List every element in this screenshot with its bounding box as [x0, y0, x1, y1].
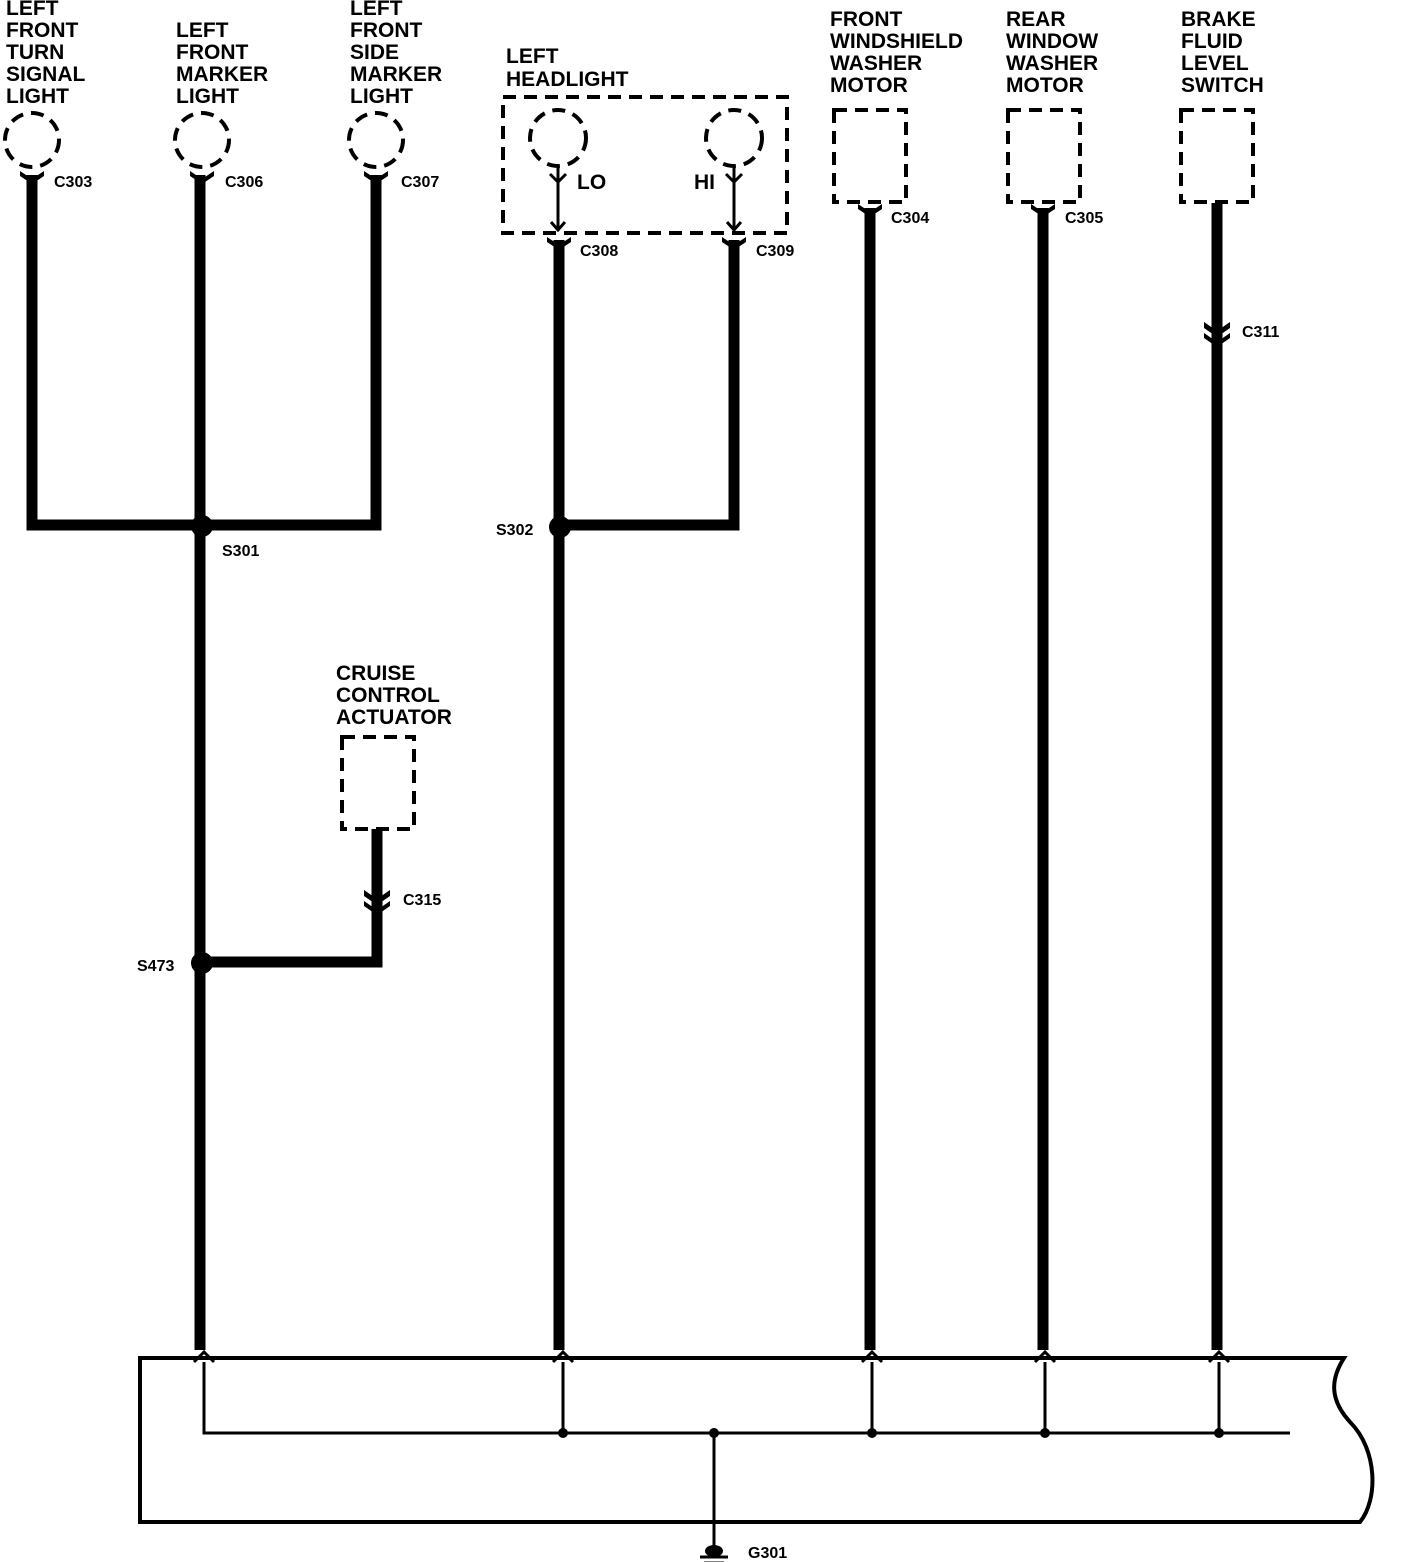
- splice-s301-label: S301: [222, 543, 259, 560]
- splice-s302: [549, 516, 571, 538]
- headlight-hi-label: HI: [694, 171, 715, 194]
- ground-g301-label: G301: [748, 1545, 787, 1562]
- label-left-headlight: LEFT HEADLIGHT: [506, 45, 629, 91]
- label-brake-fluid-level-switch: BRAKE FLUID LEVEL SWITCH: [1181, 8, 1264, 97]
- ground-symbol-icon: [700, 1545, 728, 1562]
- label-left-front-side-marker-light: LEFT FRONT SIDE MARKER LIGHT: [350, 0, 448, 108]
- label-front-windshield-washer-motor: FRONT WINDSHIELD WASHER MOTOR: [830, 8, 969, 97]
- connector-c308-label: C308: [580, 243, 618, 260]
- ground-block-internal-bus: [192, 1349, 1290, 1548]
- splice-s302-label: S302: [496, 522, 533, 539]
- connector-c309-label: C309: [756, 243, 794, 260]
- connector-c306-label: C306: [225, 174, 263, 191]
- connector-c304-label: C304: [891, 210, 929, 227]
- lf-side-marker-bulb-icon: [347, 111, 405, 169]
- splice-s301: [191, 515, 213, 537]
- rear-washer-motor-box: [1006, 108, 1082, 204]
- connector-c305-label: C305: [1065, 210, 1103, 227]
- headlight-internal-leads: [548, 166, 744, 233]
- headlight-lo-filament-icon: [528, 108, 588, 168]
- splice-s473: [191, 952, 213, 974]
- label-left-front-turn-signal-light: LEFT FRONT TURN SIGNAL LIGHT: [6, 0, 91, 108]
- headlight-hi-filament-icon: [704, 108, 764, 168]
- headlight-lo-label: LO: [577, 171, 606, 194]
- label-cruise-control-actuator: CRUISE CONTROL ACTUATOR: [336, 662, 452, 729]
- connector-c315-label: C315: [403, 892, 441, 909]
- ground-block-outline: [138, 1356, 1375, 1524]
- brake-fluid-switch-box: [1179, 108, 1255, 204]
- lf-turn-signal-bulb-icon: [3, 111, 61, 169]
- ground-wires: [26, 175, 1223, 1350]
- connector-c311-label: C311: [1242, 324, 1279, 341]
- label-rear-window-washer-motor: REAR WINDOW WASHER MOTOR: [1006, 8, 1104, 97]
- label-left-front-marker-light: LEFT FRONT MARKER LIGHT: [176, 19, 274, 108]
- connector-c307-label: C307: [401, 174, 439, 191]
- connector-chevrons: [20, 171, 1230, 915]
- splice-s473-label: S473: [137, 958, 174, 975]
- cruise-actuator-box: [340, 735, 416, 831]
- connector-c303-label: C303: [54, 174, 92, 191]
- lf-marker-bulb-icon: [173, 111, 231, 169]
- front-washer-motor-box: [832, 108, 908, 204]
